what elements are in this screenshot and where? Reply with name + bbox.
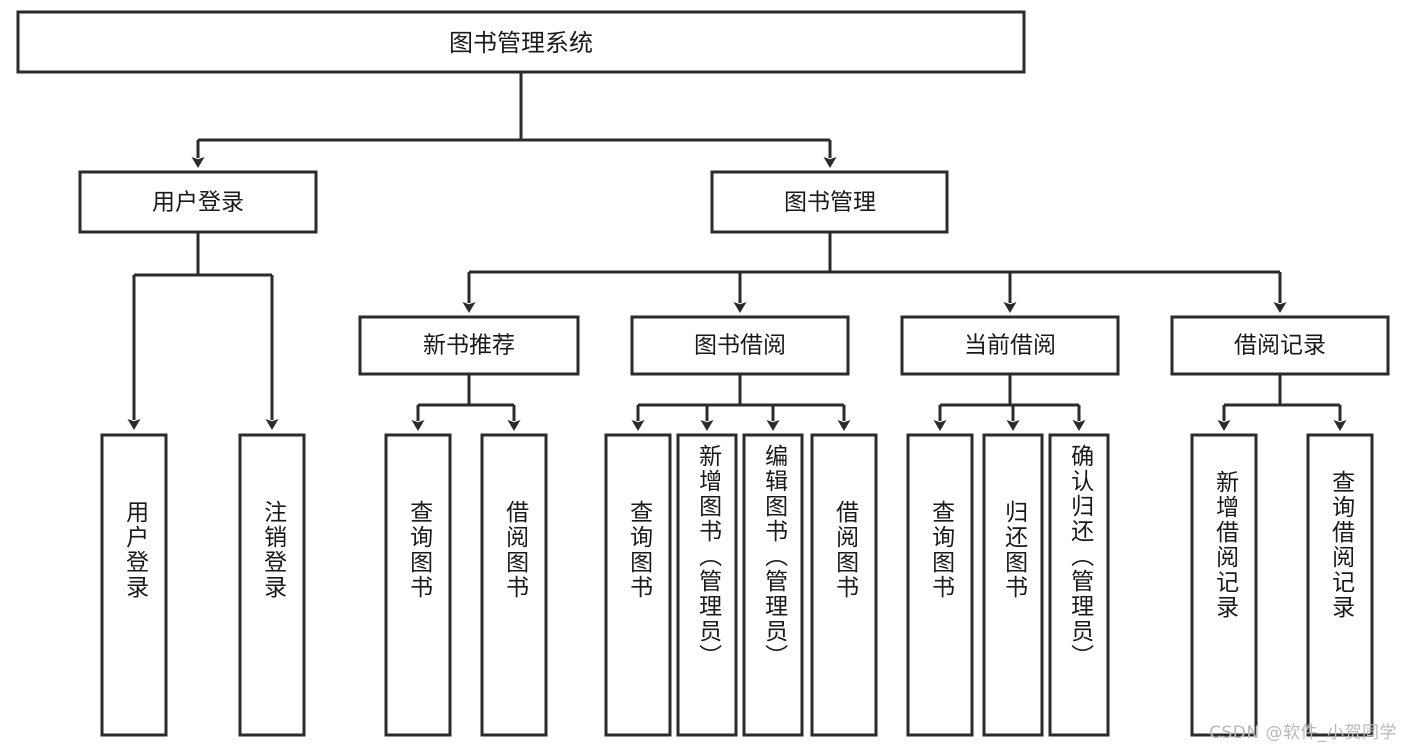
leaf-query-book-borrow-box[interactable] — [604, 433, 672, 737]
node-layer: 图书管理系统 用户登录 图书管理 新书推荐 图书借阅 当前 — [16, 10, 1390, 737]
leaf-logout-box[interactable] — [238, 433, 306, 737]
leaf-query-book-rec-box[interactable] — [384, 433, 452, 737]
leaf-borrow-book-rec-box[interactable] — [480, 433, 548, 737]
node-book-manage[interactable]: 图书管理 — [710, 170, 949, 234]
node-root-label: 图书管理系统 — [449, 29, 593, 57]
node-borrow-record-label: 借阅记录 — [1234, 333, 1326, 359]
leaf-query-borrow-record-box[interactable] — [1306, 433, 1374, 737]
leaf-add-book-box[interactable] — [676, 433, 738, 737]
node-user-login-label: 用户登录 — [152, 190, 244, 216]
node-root[interactable]: 图书管理系统 — [16, 10, 1026, 74]
leaf-confirm-return-box[interactable] — [1048, 433, 1110, 737]
leaf-borrow-book-box[interactable] — [810, 433, 878, 737]
node-user-login[interactable]: 用户登录 — [78, 170, 318, 234]
watermark: CSDN @软件_小贺同学 — [1209, 723, 1397, 743]
leaf-add-borrow-record-box[interactable] — [1190, 433, 1258, 737]
node-borrow-record[interactable]: 借阅记录 — [1170, 315, 1390, 376]
node-new-book-rec[interactable]: 新书推荐 — [358, 315, 580, 376]
node-current-borrow[interactable]: 当前借阅 — [900, 315, 1120, 376]
leaf-node-layer — [100, 433, 1374, 737]
connector-layer — [127, 72, 1347, 431]
node-book-manage-label: 图书管理 — [784, 190, 876, 216]
node-new-book-rec-label: 新书推荐 — [423, 333, 515, 359]
leaf-query-book-current-box[interactable] — [906, 433, 974, 737]
node-book-borrow[interactable]: 图书借阅 — [630, 315, 850, 376]
leaf-edit-book-box[interactable] — [742, 433, 804, 737]
node-current-borrow-label: 当前借阅 — [964, 333, 1056, 359]
node-book-borrow-label: 图书借阅 — [694, 333, 786, 359]
leaf-user-login-box[interactable] — [100, 433, 168, 737]
leaf-return-book-box[interactable] — [982, 433, 1044, 737]
